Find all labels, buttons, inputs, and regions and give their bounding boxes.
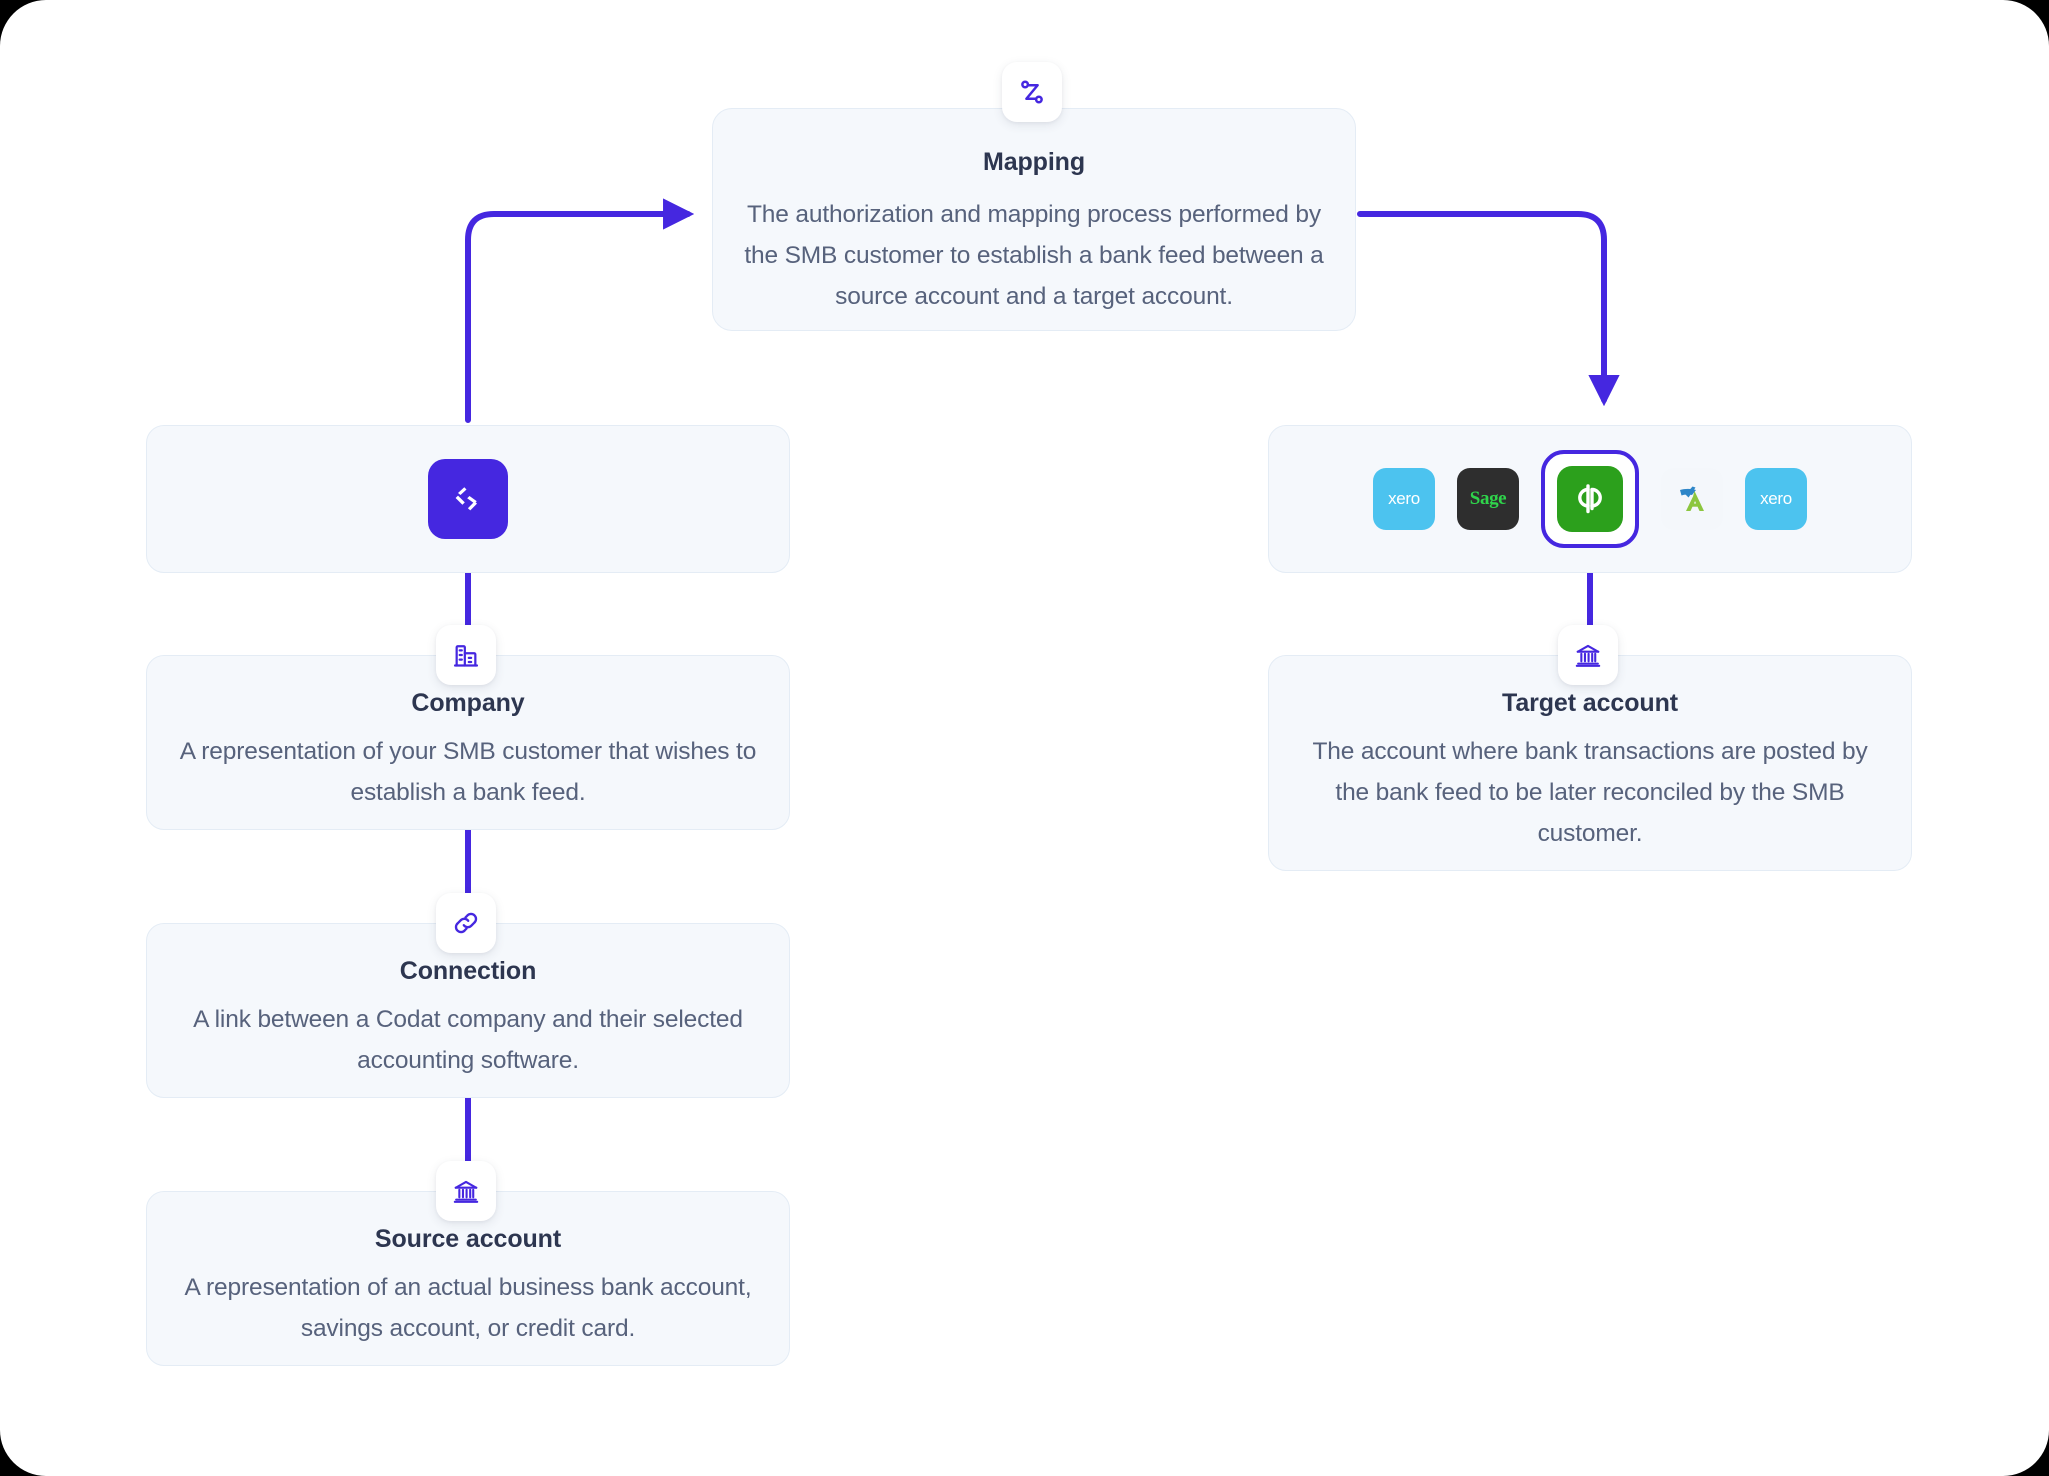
target-account-description: The account where bank transactions are … xyxy=(1312,738,1868,847)
connection-description: A link between a Codat company and their… xyxy=(193,1006,743,1074)
source-account-description: A representation of an actual business b… xyxy=(184,1274,752,1342)
integrations-logo-panel: xero Sage xyxy=(1268,425,1912,573)
xero-logo-label: xero xyxy=(1388,489,1420,508)
quickbooks-logo xyxy=(1557,466,1623,532)
mapping-description: The authorization and mapping process pe… xyxy=(744,201,1324,310)
mapping-shuffle-icon xyxy=(1002,62,1062,122)
xero-logo[interactable]: xero xyxy=(1745,468,1807,530)
connector-codat-to-mapping xyxy=(465,198,695,423)
connector-mapping-to-integrations xyxy=(1357,211,1620,407)
sage-logo[interactable]: Sage xyxy=(1457,468,1519,530)
company-description: A representation of your SMB customer th… xyxy=(179,738,757,806)
target-account-title: Target account xyxy=(1502,689,1678,717)
office-building-icon xyxy=(436,625,496,685)
freeagent-logo[interactable] xyxy=(1661,468,1723,530)
codat-logo-icon xyxy=(428,459,508,539)
quickbooks-logo-selected[interactable] xyxy=(1541,450,1639,548)
connection-title: Connection xyxy=(399,957,537,985)
company-title: Company xyxy=(411,689,525,717)
xero-logo-label: xero xyxy=(1760,489,1792,508)
xero-logo[interactable]: xero xyxy=(1373,468,1435,530)
mapping-title: Mapping xyxy=(982,148,1086,176)
target-account-card: Target account The account where bank tr… xyxy=(1268,655,1912,871)
mapping-card: Mapping The authorization and mapping pr… xyxy=(712,108,1356,331)
link-chain-icon xyxy=(436,893,496,953)
source-account-title: Source account xyxy=(374,1225,562,1253)
sage-logo-label: Sage xyxy=(1469,488,1507,509)
codat-logo-panel xyxy=(146,425,790,573)
company-card: Company A representation of your SMB cus… xyxy=(146,655,790,830)
source-account-card: Source account A representation of an ac… xyxy=(146,1191,790,1366)
bank-institution-icon xyxy=(436,1161,496,1221)
bank-institution-icon xyxy=(1558,625,1618,685)
